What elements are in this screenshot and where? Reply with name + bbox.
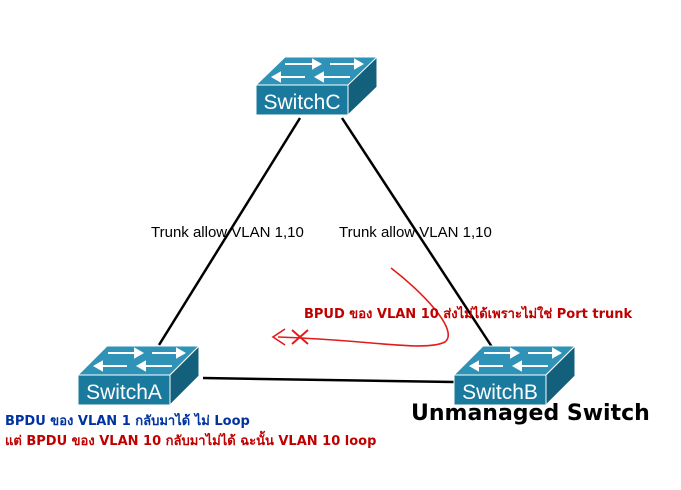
switch-c-front bbox=[255, 84, 349, 116]
switch-a[interactable]: SwitchA bbox=[76, 344, 201, 407]
switch-b-front bbox=[453, 374, 547, 406]
bpud-blocked-note: BPUD ของ VLAN 10 ส่งไม่ได้เพราะไม่ใช่ Po… bbox=[304, 307, 633, 322]
link-c-a bbox=[157, 117, 302, 346]
link-a-b bbox=[202, 376, 455, 384]
blocked-x-icon bbox=[291, 329, 309, 345]
link-c-a-label: Trunk allow VLAN 1,10 bbox=[151, 224, 304, 241]
network-switch-icon bbox=[468, 347, 563, 372]
network-switch-icon bbox=[92, 347, 187, 372]
switch-c-label: SwitchC bbox=[263, 91, 340, 114]
link-c-b-label: Trunk allow VLAN 1,10 bbox=[339, 224, 492, 241]
switch-b[interactable]: SwitchB bbox=[452, 344, 577, 407]
blocked-bpdu-path bbox=[277, 267, 449, 347]
switch-a-note-line1: BPDU ของ VLAN 1 กลับมาได้ ไม่ Loop bbox=[5, 414, 250, 429]
link-c-b bbox=[340, 117, 494, 348]
switch-a-label: SwitchA bbox=[86, 381, 162, 404]
blocked-arrow-head bbox=[271, 328, 286, 346]
unmanaged-switch-label: Unmanaged Switch bbox=[411, 401, 650, 426]
switch-b-label: SwitchB bbox=[462, 381, 538, 404]
switch-c[interactable]: SwitchC bbox=[254, 55, 378, 117]
network-switch-icon bbox=[270, 58, 365, 83]
switch-a-front bbox=[77, 374, 171, 406]
switch-a-note-line2: แต่ BPDU ของ VLAN 10 กลับมาไม่ได้ ฉะนั้น… bbox=[5, 434, 377, 449]
